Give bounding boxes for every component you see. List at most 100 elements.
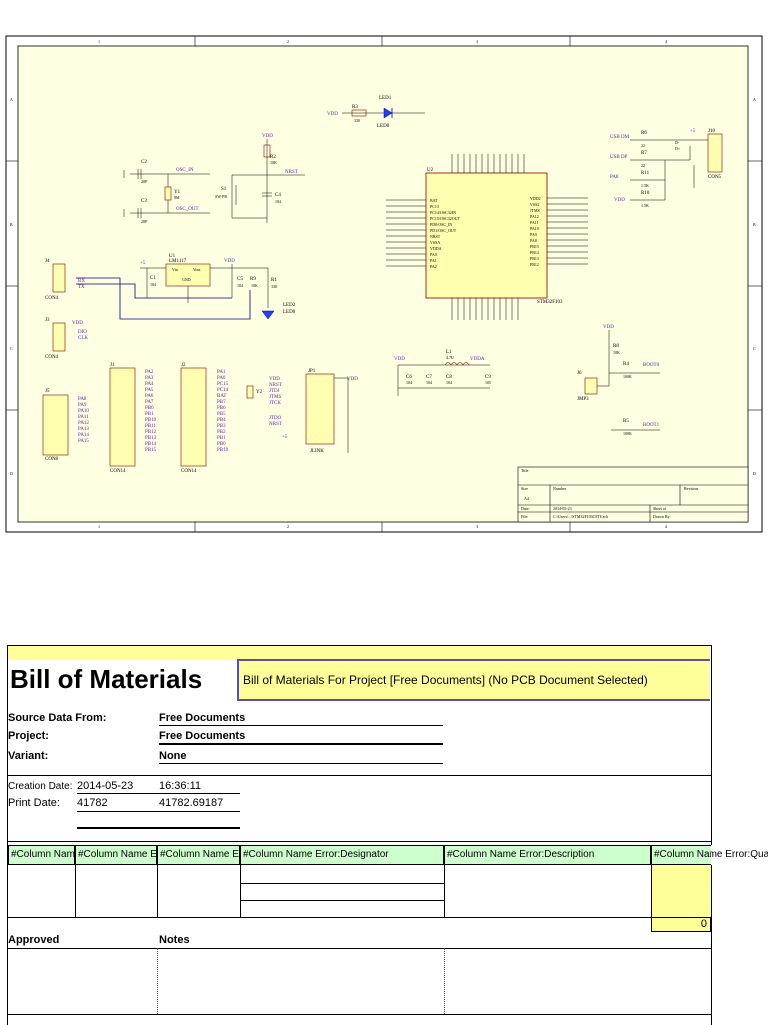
r7-ref: R7 <box>641 151 647 156</box>
j1-ref: J1 <box>110 363 115 368</box>
j2-net-10: PB3 <box>217 424 226 429</box>
j5-net-8: PA15 <box>78 439 89 444</box>
creation-date: 2014-05-23 <box>77 780 134 792</box>
quantity-cells <box>651 865 711 917</box>
u2-pin-left-9: VDDA <box>430 246 442 251</box>
c2-ref: C2 <box>141 160 147 165</box>
net-vdd-boot: VDD <box>603 325 614 330</box>
u2-pin-right-8: PA8 <box>530 238 537 243</box>
l1-ref: L1 <box>446 350 452 355</box>
j1-net-3: PA4 <box>145 382 154 387</box>
border-letter-d: D <box>10 471 13 476</box>
jp1-sig-1: VDD <box>269 377 280 382</box>
j2-net-9: PB4 <box>217 418 226 423</box>
u2-pin-left-8: VSSA <box>430 240 440 245</box>
led0-b-ref: LED0 <box>283 310 296 315</box>
schematic-sheet: 1 2 3 4 1 2 3 4 A B C D A B C D Title Si… <box>5 35 763 533</box>
approved-label: Approved <box>8 934 60 946</box>
led2-ref: LED2 <box>283 303 296 308</box>
u2-ref: U2 <box>427 168 434 173</box>
u2-pin-right-2: VSS2 <box>530 202 539 207</box>
jp1-sig-7: NRST <box>269 422 282 427</box>
creation-time: 16:36:11 <box>159 780 202 792</box>
u2-pin-right-5: PA11 <box>530 220 539 225</box>
u2-pin-left-1: BAT <box>430 198 438 203</box>
column-header-libref[interactable]: #Column Name Error:LibRef <box>157 845 240 865</box>
net-vdd-reset: VDD <box>262 134 273 139</box>
u2-mcu: U2 STM32F103 BAT PC <box>386 154 588 320</box>
j1-net-2: PA3 <box>145 376 154 381</box>
creation-label: Creation Date: <box>8 781 73 792</box>
net-vdd-reg: VDD <box>224 259 235 264</box>
u2-pin-right-4: PA12 <box>530 214 539 219</box>
border-number-3-bottom: 3 <box>476 524 478 529</box>
j2-net-8: PB5 <box>217 412 226 417</box>
j1-net-11: PB12 <box>145 430 157 435</box>
border-number-1: 1 <box>98 39 100 44</box>
r6-value: 22 <box>641 143 645 148</box>
r9-value: 10K <box>251 283 258 288</box>
j1-net-6: PA7 <box>145 400 154 405</box>
u2-pin-left-11: PA1 <box>430 258 437 263</box>
quantity-total: 0 <box>651 917 711 932</box>
reset-circuit: VDD R2 10K NRST S1 SW-PB C4 104 <box>215 134 305 223</box>
net-usb-dp: USB DP <box>610 155 628 160</box>
jp1-sig-4: JTMS <box>269 395 281 400</box>
r4-value: 100K <box>623 374 632 379</box>
border-number-3: 3 <box>476 39 478 44</box>
u1-ref: U1 <box>169 254 176 259</box>
source-label: Source Data From: <box>8 712 107 724</box>
usb-circuit: J10 CON5 +5 D- D+ USB DM USB DP PA8 VDD … <box>610 129 723 208</box>
u2-pin-left-10: PA0 <box>430 252 437 257</box>
y2-ref: Y2 <box>256 390 263 395</box>
border-letter-c-right: C <box>753 346 756 351</box>
j2-net-7: PB6 <box>217 406 226 411</box>
r1-value: 330 <box>271 284 277 289</box>
u2-pin-right-10: PB14 <box>530 250 539 255</box>
j5-net-6: PA13 <box>78 427 89 432</box>
j5-net-2: PA9 <box>78 403 87 408</box>
c1-value: 104 <box>150 282 156 287</box>
j5-net-4: PA11 <box>78 415 89 420</box>
net-plus5-reg: +5 <box>140 261 146 266</box>
j4-ref: J4 <box>45 259 50 264</box>
print-label: Print Date: <box>8 797 60 809</box>
border-number-2-bottom: 2 <box>287 524 289 529</box>
c8-value: 104 <box>446 380 452 385</box>
net-osc-out: OSC_OUT <box>176 207 199 212</box>
date-value: 2014-05-23 <box>553 506 572 511</box>
jp1-header: JP1 JLINK VDD NRST JTDI JTMS JTCK JTDO N… <box>269 369 358 454</box>
net-nrst: NRST <box>285 170 298 175</box>
border-letter-d-right: D <box>753 471 756 476</box>
column-header-description[interactable]: #Column Name Error:Description <box>444 845 651 865</box>
jp1-ref: JP1 <box>308 369 316 374</box>
j1-net-7: PB0 <box>145 406 154 411</box>
r1-ref: R1 <box>271 278 277 283</box>
c7-ref: C7 <box>426 375 432 380</box>
column-header-comment[interactable]: #Column Name Error:Comment <box>8 845 75 865</box>
title-label: Title <box>521 468 529 473</box>
c5-value: 104 <box>237 283 243 288</box>
bom-subtitle: Bill of Materials For Project [Free Docu… <box>237 659 710 701</box>
column-header-designator[interactable]: #Column Name Error:Designator <box>240 845 444 865</box>
u2-pin-left-4: PC15/OSC32OUT <box>430 216 461 221</box>
l1-value: 4.7U <box>446 355 454 360</box>
j4-header: J4 CON4 RX TX <box>45 259 85 301</box>
crystal-circuit: C2 20P C3 20P OSC_IN OSC_OUT Y1 8M <box>123 160 210 224</box>
bom-title: Bill of Materials <box>10 664 203 694</box>
jp1-part: JLINK <box>310 449 324 454</box>
net-vdd-j3: VDD <box>72 321 83 326</box>
c3-value: 20P <box>141 219 148 224</box>
column-header-footprint[interactable]: #Column Name Error:Footprint <box>75 845 157 865</box>
c9-ref: C9 <box>485 375 491 380</box>
c2-value: 20P <box>141 179 148 184</box>
j2-net-13: PB0 <box>217 442 226 447</box>
led1-ref: LED1 <box>379 96 392 101</box>
c7-value: 104 <box>426 380 432 385</box>
j2-net-4: PC14 <box>217 388 229 393</box>
column-header-quantity[interactable]: #Column Name Error:Quantity <box>651 845 768 865</box>
net-clk: CLK <box>78 336 88 341</box>
j2-net-2: PA0 <box>217 376 226 381</box>
j2-net-5: BAT <box>217 394 226 399</box>
u2-pin-right-1: VDD2 <box>530 196 541 201</box>
